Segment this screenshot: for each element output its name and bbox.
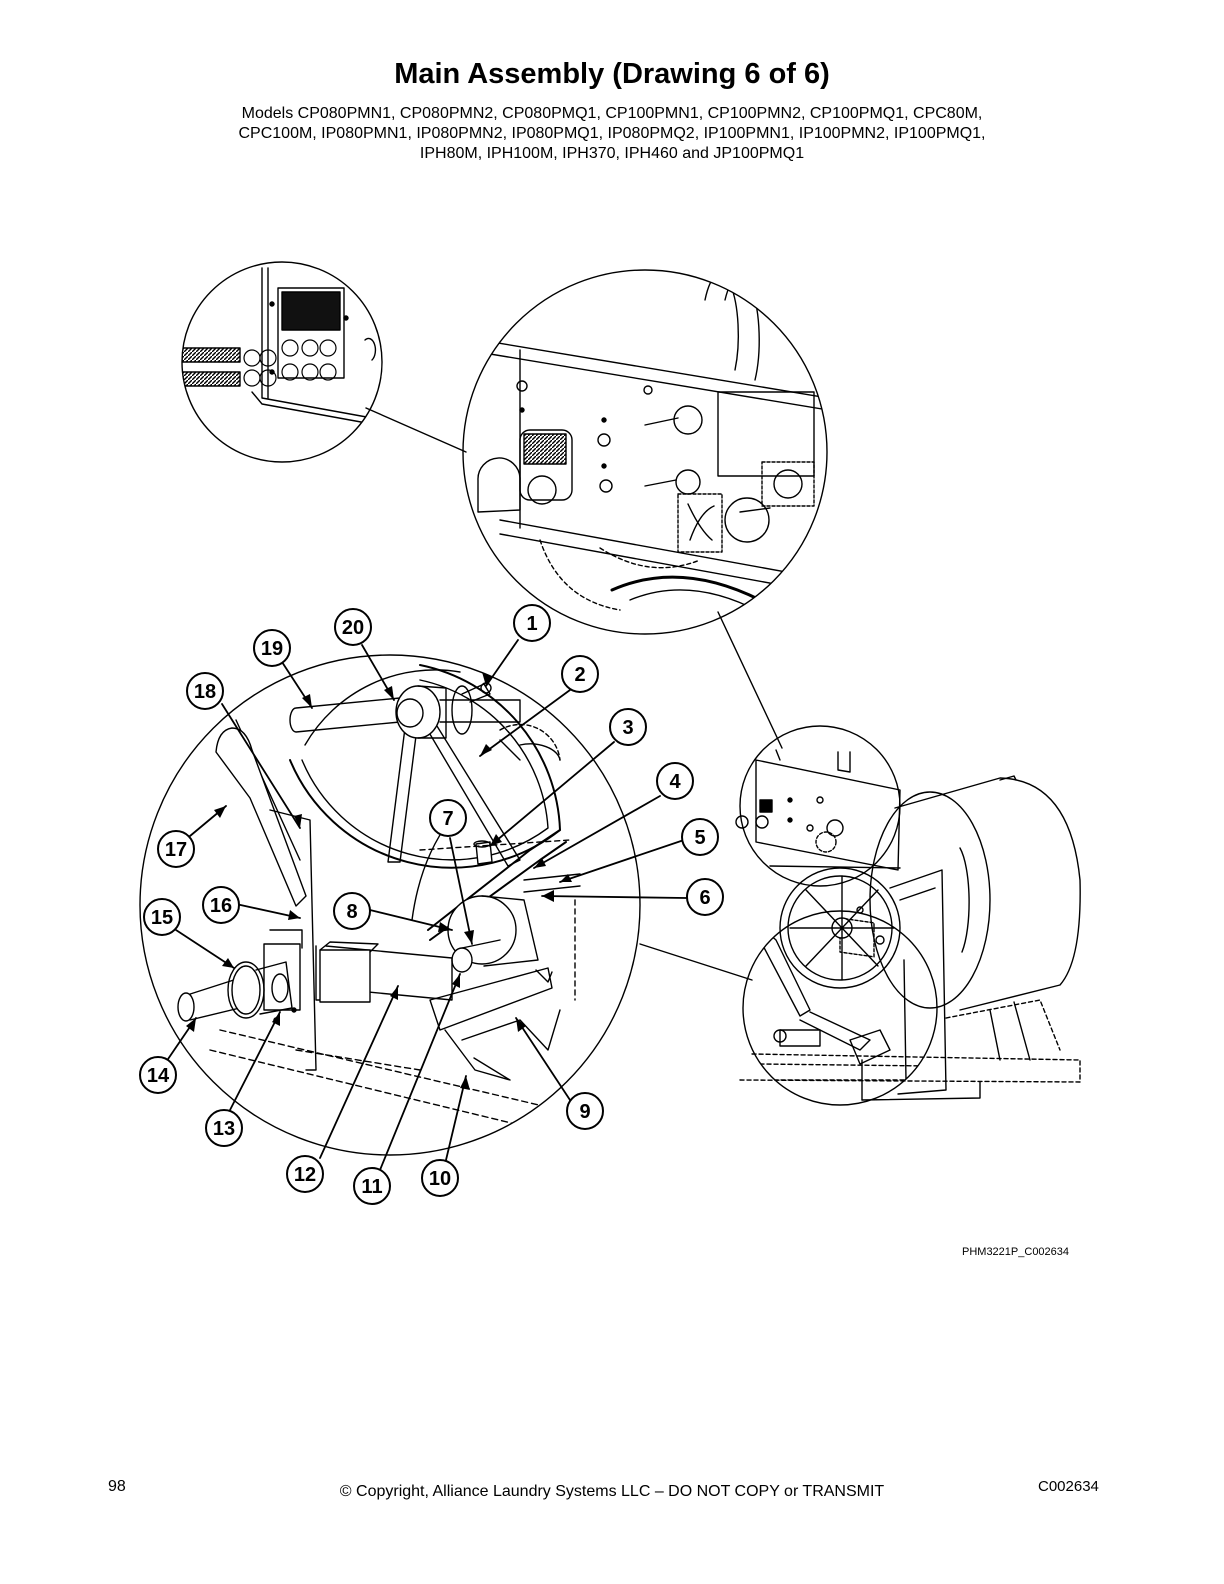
detail-control-panel-mid <box>477 273 827 613</box>
page-title: Main Assembly (Drawing 6 of 6) <box>394 58 830 90</box>
callout-15: 15 <box>143 898 181 936</box>
model-line-3: IPH80M, IPH100M, IPH370, IPH460 and JP10… <box>419 145 805 162</box>
callout-7: 7 <box>429 799 467 837</box>
callout-number: 16 <box>210 895 232 917</box>
model-line-2: CPC100M, IP080PMN1, IP080PMN2, IP080PMQ1… <box>238 125 986 142</box>
callout-number: 19 <box>261 638 283 660</box>
callout-number: 15 <box>151 907 173 929</box>
callout-number: 17 <box>165 839 187 861</box>
leader-lines <box>165 639 687 1171</box>
callout-number: 1 <box>526 613 537 635</box>
detail-drive-assembly <box>177 664 581 1131</box>
callout-number: 7 <box>442 808 453 830</box>
callouts: 1 2 3 4 5 6 7 8 <box>139 604 724 1205</box>
arrowheads <box>186 672 572 1090</box>
callout-1: 1 <box>513 604 551 642</box>
callout-number: 10 <box>429 1168 451 1190</box>
callout-3: 3 <box>609 708 647 746</box>
callout-4: 4 <box>656 762 694 800</box>
detail-circle-main <box>139 654 641 1156</box>
callout-20: 20 <box>334 608 372 646</box>
callout-16: 16 <box>202 886 240 924</box>
callout-12: 12 <box>286 1155 324 1193</box>
model-line-1: Models CP080PMN1, CP080PMN2, CP080PMQ1, … <box>241 105 983 122</box>
detail-circle-small <box>742 910 938 1106</box>
callout-number: 3 <box>622 717 633 739</box>
leader-top-to-mid <box>365 407 467 453</box>
detail-circle-machine-panel <box>739 725 901 887</box>
callout-number: 14 <box>147 1065 170 1087</box>
callout-number: 13 <box>213 1118 235 1140</box>
detail-circle-top <box>181 261 383 463</box>
callout-number: 11 <box>361 1176 382 1198</box>
callout-number: 4 <box>669 771 681 793</box>
page-number: 98 <box>108 1478 126 1495</box>
callout-19: 19 <box>253 629 291 667</box>
callout-number: 2 <box>574 664 585 686</box>
callout-11: 11 <box>353 1167 391 1205</box>
document-id: C002634 <box>1038 1478 1099 1495</box>
copyright-notice: © Copyright, Alliance Laundry Systems LL… <box>339 1483 885 1500</box>
callout-6: 6 <box>686 878 724 916</box>
callout-17: 17 <box>157 830 195 868</box>
callout-number: 9 <box>579 1101 590 1123</box>
callout-9: 9 <box>566 1092 604 1130</box>
callout-2: 2 <box>561 655 599 693</box>
callout-number: 6 <box>699 887 710 909</box>
callout-13: 13 <box>205 1109 243 1147</box>
callout-number: 5 <box>694 827 705 849</box>
callout-14: 14 <box>139 1056 177 1094</box>
figure-reference: PHM3221P_C002634 <box>962 1246 1070 1258</box>
leader-mid-to-machine <box>717 611 783 749</box>
leader-main-to-machine <box>639 943 753 981</box>
machine-overview <box>735 749 1081 1101</box>
callout-8: 8 <box>333 892 371 930</box>
callout-number: 20 <box>342 617 364 639</box>
detail-circle-mid <box>462 269 828 635</box>
callout-18: 18 <box>186 672 224 710</box>
callout-10: 10 <box>421 1159 459 1197</box>
callout-number: 12 <box>294 1164 316 1186</box>
callout-number: 18 <box>194 681 216 703</box>
model-list: Models CP080PMN1, CP080PMN2, CP080PMQ1, … <box>0 104 1224 164</box>
callout-5: 5 <box>681 818 719 856</box>
callout-number: 8 <box>346 901 357 923</box>
detail-control-panel-top <box>182 267 377 425</box>
